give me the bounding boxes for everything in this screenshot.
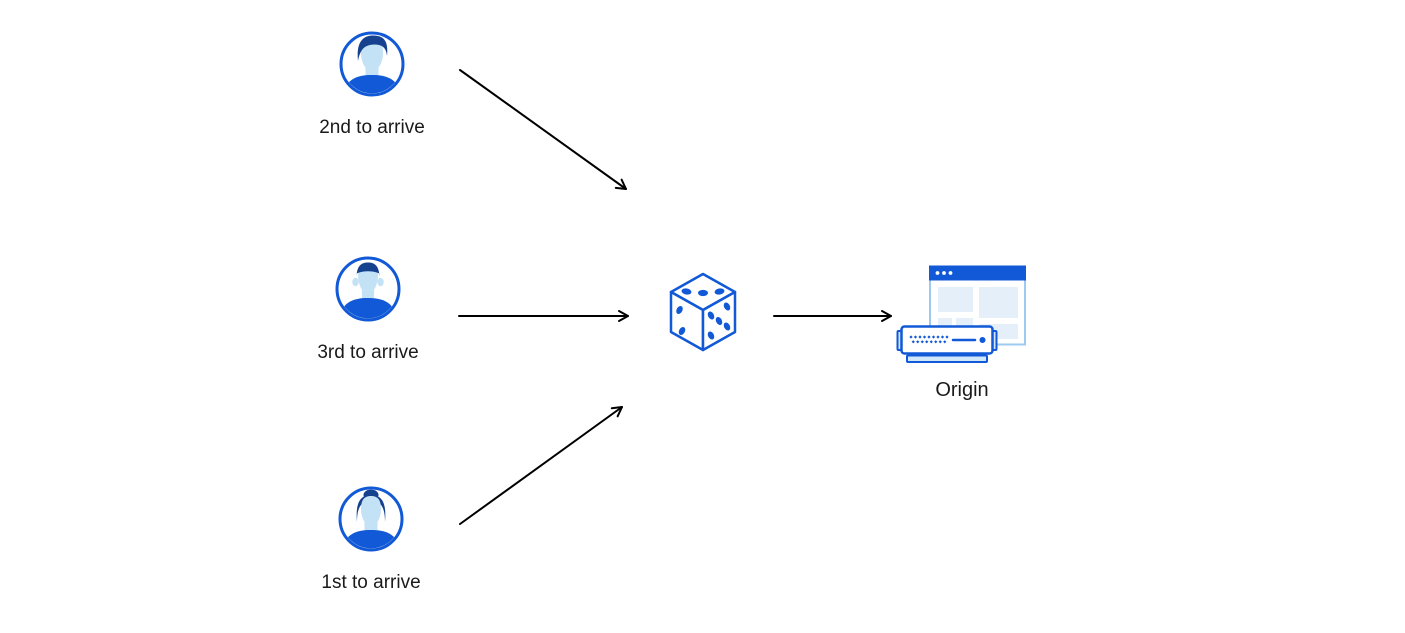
origin-node: Origin (896, 265, 1028, 401)
user-node-2nd-to-arrive: 2nd to arrive (319, 31, 425, 139)
arrow-user-1st-to-dice (459, 406, 623, 525)
female-avatar-bun-icon (338, 486, 404, 552)
origin-label: Origin (935, 379, 989, 401)
arrow-user-2nd-to-dice (459, 69, 627, 190)
user-node-3rd-to-arrive: 3rd to arrive (317, 256, 419, 364)
server-icon (896, 325, 998, 363)
user-label: 1st to arrive (321, 572, 421, 593)
user-label: 3rd to arrive (317, 342, 419, 363)
male-avatar-swept-hair-icon (339, 31, 405, 97)
dice-icon (669, 272, 737, 352)
origin-server-browser-icon (896, 265, 1026, 363)
user-node-1st-to-arrive: 1st to arrive (321, 486, 421, 594)
male-avatar-flat-hair-icon (335, 256, 401, 322)
dice-node (669, 272, 737, 352)
user-label: 2nd to arrive (319, 117, 425, 138)
